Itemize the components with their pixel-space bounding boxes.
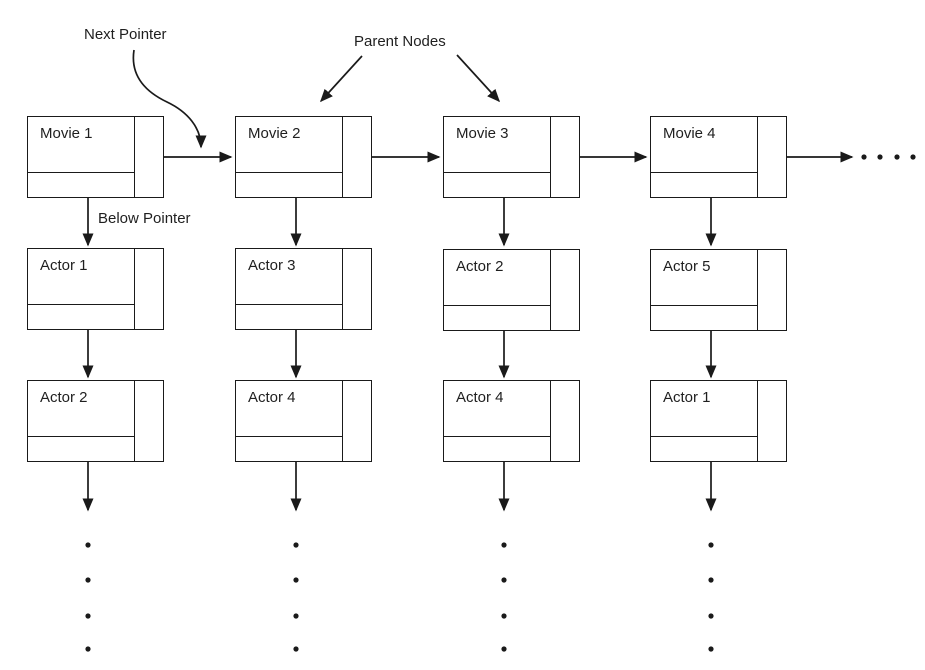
parent-nodes-callout-arrow-right [456, 54, 501, 103]
parent-nodes-callout-arrow-left [319, 55, 363, 103]
node-label: Movie 4 [663, 125, 716, 142]
continuation-dot [501, 577, 507, 583]
actor-node-col3-row2: Actor 4 [443, 380, 580, 462]
next-pointer-cell-divider [342, 117, 343, 197]
node-label: Actor 4 [248, 389, 296, 406]
node-label: Actor 5 [663, 258, 711, 275]
below-pointer-cell-divider [651, 435, 757, 437]
continuation-dot [85, 613, 91, 619]
actor-node-col3-row1: Actor 2 [443, 249, 580, 331]
continuation-dot [861, 154, 867, 160]
below-pointer-arrows [82, 185, 717, 512]
continuation-dot [501, 613, 507, 619]
actor-node-col2-row1: Actor 3 [235, 248, 372, 330]
below-pointer-cell-divider [444, 304, 550, 306]
next-pointer-cell-divider [342, 381, 343, 461]
actor-node-col1-row2: Actor 2 [27, 380, 164, 462]
node-label: Actor 1 [663, 389, 711, 406]
below-pointer-cell-divider [651, 304, 757, 306]
movie-node-2: Movie 2 [235, 116, 372, 198]
below-pointer-cell-divider [28, 435, 134, 437]
node-label: Actor 1 [40, 257, 88, 274]
below-pointer-cell-divider [28, 303, 134, 305]
below-pointer-cell-divider [651, 171, 757, 173]
below-pointer-cell-divider [444, 171, 550, 173]
below-pointer-cell-divider [444, 435, 550, 437]
continuation-dot [708, 646, 714, 652]
node-label: Actor 4 [456, 389, 504, 406]
continuation-dot [910, 154, 916, 160]
node-label: Movie 2 [248, 125, 301, 142]
continuation-dot [708, 613, 714, 619]
below-pointer-cell-divider [236, 435, 342, 437]
node-label: Actor 2 [40, 389, 88, 406]
continuation-dot [708, 577, 714, 583]
continuation-dot [293, 577, 299, 583]
next-pointer-label: Next Pointer [84, 26, 167, 43]
node-label: Actor 3 [248, 257, 296, 274]
actor-node-col1-row1: Actor 1 [27, 248, 164, 330]
continuation-dot [293, 613, 299, 619]
next-pointer-cell-divider [757, 381, 758, 461]
continuation-dot [877, 154, 883, 160]
continuation-dot [501, 646, 507, 652]
continuation-dot [708, 542, 714, 548]
movie-node-1: Movie 1 [27, 116, 164, 198]
next-pointer-cell-divider [342, 249, 343, 329]
next-pointer-cell-divider [550, 117, 551, 197]
next-pointer-cell-divider [550, 381, 551, 461]
movie-node-4: Movie 4 [650, 116, 787, 198]
actor-node-col2-row2: Actor 4 [235, 380, 372, 462]
next-pointer-cell-divider [134, 381, 135, 461]
vertical-ellipsis-dots [85, 542, 714, 652]
node-label: Movie 3 [456, 125, 509, 142]
continuation-dot [293, 542, 299, 548]
continuation-dot [293, 646, 299, 652]
next-pointer-cell-divider [134, 249, 135, 329]
below-pointer-cell-divider [236, 171, 342, 173]
node-label: Movie 1 [40, 125, 93, 142]
horizontal-ellipsis-dots [861, 154, 916, 160]
actor-node-col4-row2: Actor 1 [650, 380, 787, 462]
continuation-dot [501, 542, 507, 548]
parent-nodes-label: Parent Nodes [354, 33, 446, 50]
next-pointer-cell-divider [550, 250, 551, 330]
node-label: Actor 2 [456, 258, 504, 275]
actor-node-col4-row1: Actor 5 [650, 249, 787, 331]
next-pointer-cell-divider [757, 117, 758, 197]
next-pointer-cell-divider [134, 117, 135, 197]
below-pointer-cell-divider [236, 303, 342, 305]
below-pointer-label: Below Pointer [98, 210, 191, 227]
below-pointer-cell-divider [28, 171, 134, 173]
continuation-dot [85, 542, 91, 548]
next-pointer-cell-divider [757, 250, 758, 330]
continuation-dot [85, 646, 91, 652]
continuation-dot [894, 154, 900, 160]
continuation-dot [85, 577, 91, 583]
movie-node-3: Movie 3 [443, 116, 580, 198]
